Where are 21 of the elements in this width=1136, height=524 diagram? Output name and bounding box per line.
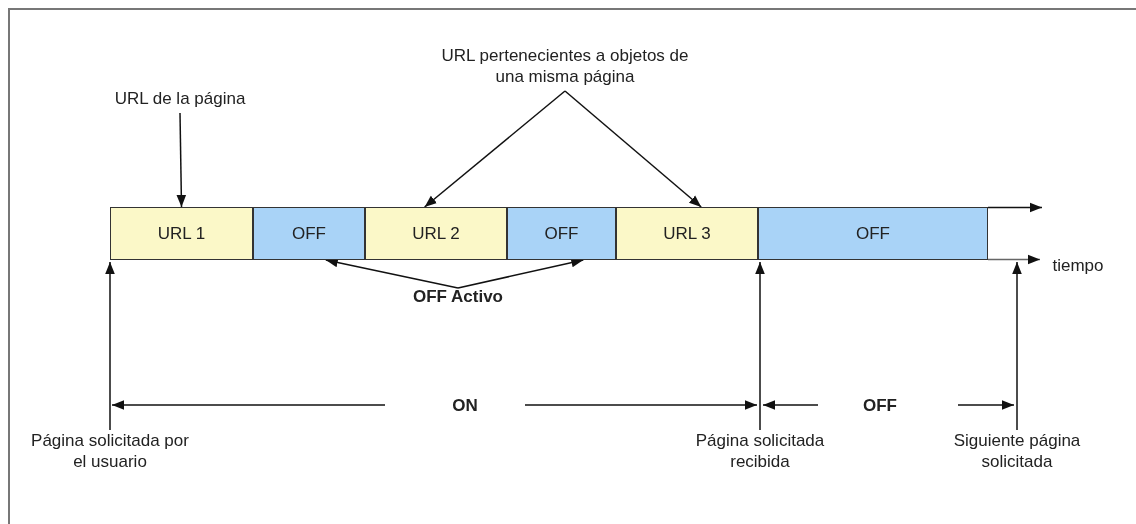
annotation-text: Página solicitada recibida (675, 430, 845, 472)
annotation-text: OFF Activo (378, 286, 538, 307)
dimension-label: OFF (862, 395, 898, 416)
time-segment: URL 3 (616, 207, 758, 260)
arrow (423, 90, 566, 208)
time-segment: URL 2 (365, 207, 507, 260)
axis-label: tiempo (1051, 255, 1105, 276)
arrow (105, 261, 115, 431)
annotation-text: URL de la página (80, 88, 280, 109)
annotation-text: Siguiente página solicitada (932, 430, 1102, 472)
annotation-text: URL pertenecientes a objetos de una misma página (425, 45, 705, 87)
time-segment: OFF (758, 207, 988, 260)
arrow (564, 90, 702, 208)
time-segment: OFF (507, 207, 616, 260)
dimension-label: ON (451, 395, 479, 416)
arrow (1012, 261, 1022, 431)
arrow (755, 261, 765, 431)
annotation-text: Página solicitada por el usuario (30, 430, 190, 472)
time-segment: OFF (253, 207, 365, 260)
arrow (176, 112, 187, 208)
time-segment: URL 1 (110, 207, 253, 260)
